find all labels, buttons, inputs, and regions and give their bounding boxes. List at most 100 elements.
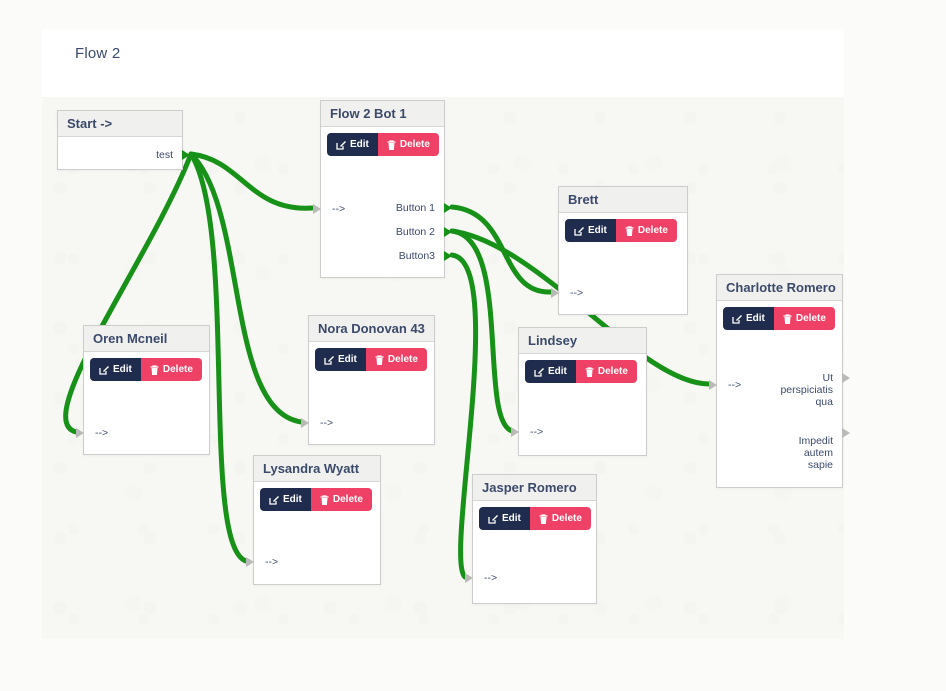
trash-icon — [320, 494, 329, 505]
input-label: --> — [265, 556, 279, 568]
input-label: --> — [484, 572, 498, 584]
edge-button2-to-lindsey[interactable] — [449, 228, 515, 434]
edit-icon — [336, 140, 346, 150]
output-label-button3: Button3 — [398, 250, 435, 262]
edit-button[interactable]: Edit — [565, 219, 616, 242]
edit-button-label: Edit — [338, 354, 357, 365]
delete-button-label: Delete — [597, 366, 628, 377]
output-port[interactable] — [444, 251, 452, 261]
delete-button[interactable]: Delete — [140, 358, 202, 381]
node-title[interactable]: Start -> — [58, 111, 182, 137]
trash-icon — [387, 139, 396, 150]
delete-button-label: Delete — [637, 225, 668, 236]
input-port[interactable] — [709, 380, 717, 390]
output-port[interactable] — [842, 428, 850, 438]
node-title[interactable]: Jasper Romero — [473, 475, 596, 501]
delete-button[interactable]: Delete — [575, 360, 637, 383]
input-label: --> — [320, 417, 334, 429]
delete-button[interactable]: Delete — [365, 348, 427, 371]
node-title[interactable]: Lysandra Wyatt — [254, 456, 380, 482]
input-port[interactable] — [551, 288, 559, 298]
edge-test-to-flow2bot1[interactable] — [188, 151, 315, 211]
edit-button-label: Edit — [588, 225, 607, 236]
trash-icon — [539, 513, 548, 524]
delete-button-label: Delete — [795, 313, 826, 324]
edit-button-label: Edit — [746, 313, 765, 324]
delete-button-label: Delete — [162, 364, 193, 375]
edit-button-label: Edit — [283, 494, 302, 505]
input-label: --> — [95, 427, 109, 439]
node-title[interactable]: Nora Donovan 43 — [309, 316, 434, 342]
input-label: --> — [570, 287, 584, 299]
delete-button-label: Delete — [387, 354, 418, 365]
output-label-button-1: Button 1 — [395, 202, 435, 214]
top-bar: Flow 2 — [42, 29, 844, 97]
output-port[interactable] — [842, 373, 850, 383]
input-port[interactable] — [76, 428, 84, 438]
node-title[interactable]: Flow 2 Bot 1 — [321, 101, 444, 127]
edit-button[interactable]: Edit — [260, 488, 311, 511]
delete-button[interactable]: Delete — [773, 307, 835, 330]
trash-icon — [783, 313, 792, 324]
node-title[interactable]: Charlotte Romero — [717, 275, 842, 301]
trash-icon — [375, 354, 384, 365]
node-start[interactable]: Start -> test — [57, 110, 190, 170]
delete-button-label: Delete — [551, 513, 582, 524]
edit-button-label: Edit — [350, 139, 369, 150]
delete-button-label: Delete — [399, 139, 430, 150]
node-title[interactable]: Brett — [559, 187, 687, 213]
delete-button[interactable]: Delete — [377, 133, 439, 156]
edge-test-to-lysandra[interactable] — [188, 151, 249, 564]
edit-button-label: Edit — [548, 366, 567, 377]
input-port[interactable] — [511, 427, 519, 437]
node-jasper-romero[interactable]: Jasper Romero Edit Delete --> — [465, 474, 597, 604]
input-label: --> — [332, 203, 346, 215]
node-flow-2-bot-1[interactable]: Flow 2 Bot 1 Edit Delete --> Button 1 Bu… — [313, 100, 452, 278]
trash-icon — [625, 225, 634, 236]
node-title[interactable]: Oren Mcneil — [84, 326, 209, 352]
output-label-impedit-autem: Impedit autem sapie — [798, 435, 833, 471]
node-brett[interactable]: Brett Edit Delete --> — [551, 186, 688, 315]
output-label-button-2: Button 2 — [395, 226, 435, 238]
edit-icon — [99, 365, 109, 375]
edit-icon — [732, 314, 742, 324]
node-lindsey[interactable]: Lindsey Edit Delete --> — [511, 327, 647, 456]
edit-icon — [269, 495, 279, 505]
delete-button[interactable]: Delete — [529, 507, 591, 530]
node-lysandra-wyatt[interactable]: Lysandra Wyatt Edit Delete --> — [246, 455, 381, 585]
output-port[interactable] — [444, 203, 452, 213]
edit-icon — [574, 226, 584, 236]
trash-icon — [585, 366, 594, 377]
edit-button[interactable]: Edit — [723, 307, 774, 330]
node-charlotte-romero[interactable]: Charlotte Romero Edit Delete --> Ut pers… — [709, 274, 850, 488]
edge-test-to-nora[interactable] — [188, 151, 304, 425]
edit-button[interactable]: Edit — [327, 133, 378, 156]
input-port[interactable] — [246, 557, 254, 567]
output-port[interactable] — [444, 227, 452, 237]
edit-button[interactable]: Edit — [315, 348, 366, 371]
edit-icon — [534, 367, 544, 377]
edit-button[interactable]: Edit — [479, 507, 530, 530]
delete-button[interactable]: Delete — [310, 488, 372, 511]
node-title[interactable]: Lindsey — [519, 328, 646, 354]
edit-icon — [488, 514, 498, 524]
input-port[interactable] — [465, 573, 473, 583]
node-oren-mcneil[interactable]: Oren Mcneil Edit Delete --> — [76, 325, 210, 455]
output-label-ut-perspiciatis: Ut perspiciatis qua — [780, 372, 833, 408]
edit-button[interactable]: Edit — [525, 360, 576, 383]
edge-button3-to-jasper[interactable] — [449, 252, 479, 580]
edit-button[interactable]: Edit — [90, 358, 141, 381]
edit-icon — [324, 355, 334, 365]
node-nora-donovan-43[interactable]: Nora Donovan 43 Edit Delete --> — [301, 315, 435, 445]
input-port[interactable] — [301, 418, 309, 428]
delete-button[interactable]: Delete — [615, 219, 677, 242]
input-port[interactable] — [313, 204, 321, 214]
flow-title: Flow 2 — [75, 45, 121, 62]
edit-button-label: Edit — [502, 513, 521, 524]
input-label: --> — [530, 426, 544, 438]
trash-icon — [150, 364, 159, 375]
output-port[interactable] — [182, 150, 190, 160]
edit-button-label: Edit — [113, 364, 132, 375]
output-label-test: test — [156, 149, 173, 161]
delete-button-label: Delete — [332, 494, 363, 505]
